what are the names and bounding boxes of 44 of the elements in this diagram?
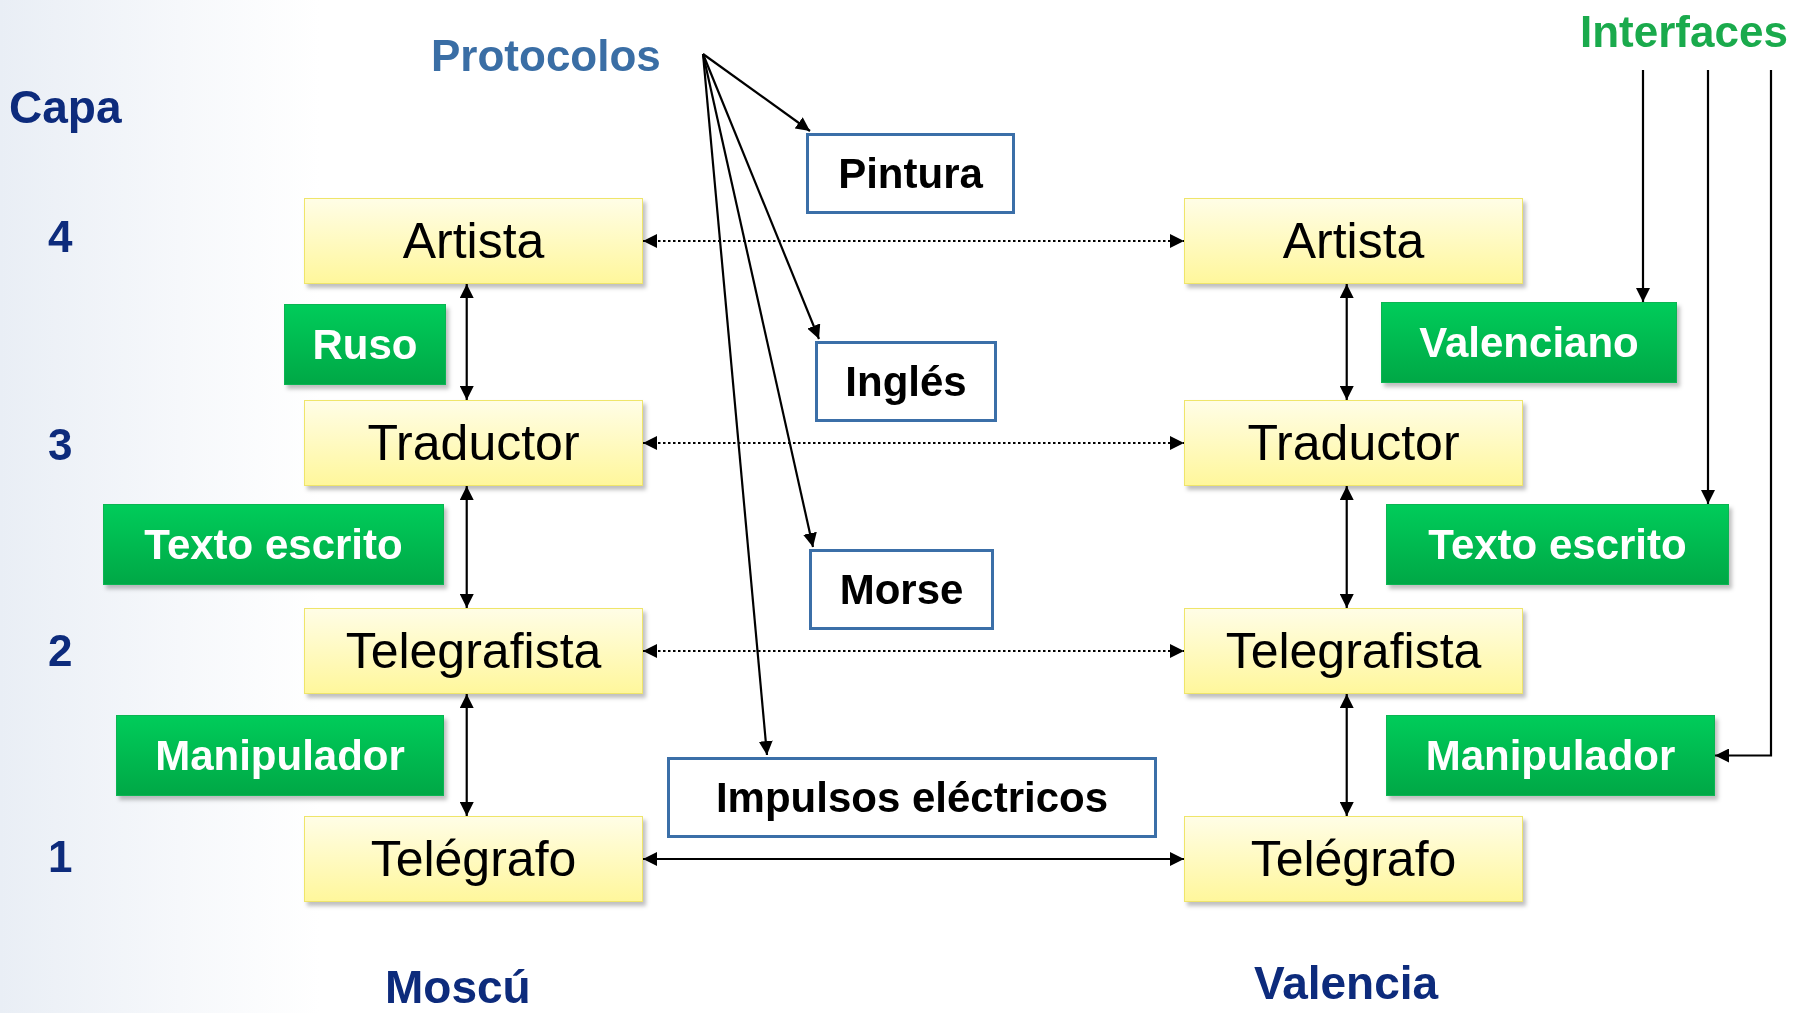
protocol-box: Impulsos eléctricos	[667, 757, 1157, 838]
layer-box: Traductor	[1184, 400, 1523, 486]
arrow	[459, 284, 474, 400]
arrow	[643, 436, 1184, 450]
layer-box: Telégrafo	[304, 816, 643, 902]
arrow	[701, 53, 773, 756]
layer-box: Artista	[304, 198, 643, 284]
layer-number: 2	[48, 626, 73, 676]
layer-box: Telegrafista	[304, 608, 643, 694]
layer-box: Artista	[1184, 198, 1523, 284]
arrow	[1339, 284, 1354, 400]
interface-box: Valenciano	[1381, 302, 1677, 383]
arrow	[1715, 70, 1773, 763]
arrow	[701, 53, 817, 548]
arrow	[702, 53, 811, 132]
arrow	[1636, 70, 1650, 302]
heading-text: Protocolos	[431, 30, 693, 82]
layer-box: Traductor	[304, 400, 643, 486]
layer-box: Telegrafista	[1184, 608, 1523, 694]
protocol-box: Inglés	[815, 341, 997, 422]
layer-number: 1	[48, 832, 73, 882]
arrow	[459, 694, 474, 816]
interface-box: Ruso	[284, 304, 446, 385]
arrow	[643, 234, 1184, 248]
layer-box: Telégrafo	[1184, 816, 1523, 902]
layer-number: 4	[48, 212, 73, 262]
location-label: Valencia	[1254, 956, 1439, 1010]
interface-box: Manipulador	[1386, 715, 1715, 796]
protocol-box: Morse	[809, 549, 994, 630]
protocol-box: Pintura	[806, 133, 1015, 214]
heading-text: Interfaces	[1580, 6, 1810, 58]
arrow	[459, 486, 474, 608]
arrow	[643, 852, 1184, 866]
layer-heading: Capa	[9, 80, 122, 134]
location-label: Moscú	[385, 960, 531, 1013]
interface-box: Texto escrito	[1386, 504, 1729, 585]
layer-number: 3	[48, 420, 73, 470]
arrow	[643, 644, 1184, 658]
interface-box: Texto escrito	[103, 504, 444, 585]
arrow	[702, 53, 821, 340]
interface-box: Manipulador	[116, 715, 444, 796]
arrow	[1339, 486, 1354, 608]
arrow	[1701, 70, 1715, 504]
arrow	[1339, 694, 1354, 816]
